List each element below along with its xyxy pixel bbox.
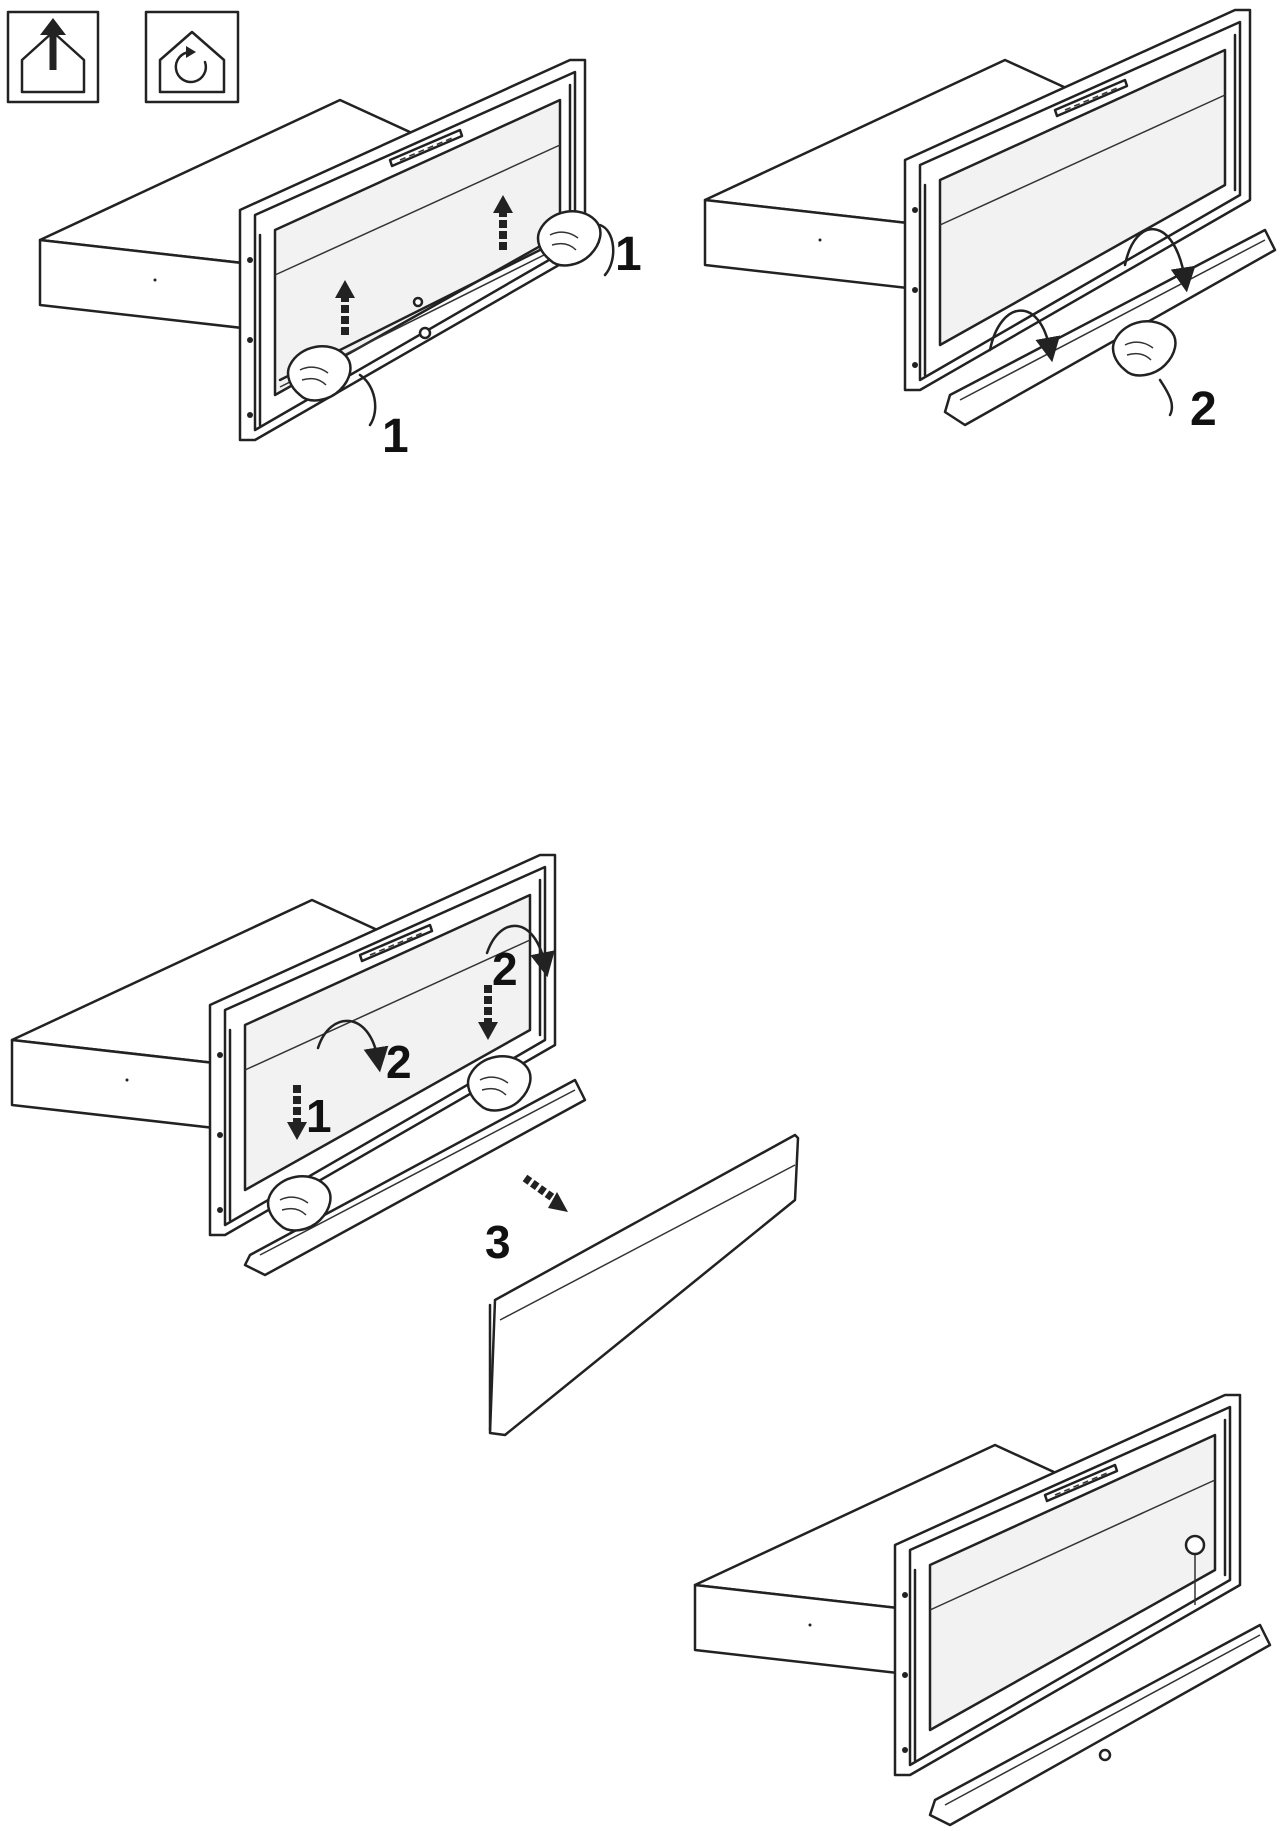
step-b-illustration (703, 8, 1277, 427)
step-c-label-3: 3 (485, 1216, 511, 1268)
arrow-up-icon (335, 280, 355, 335)
step-c-label-2-left: 2 (386, 1036, 412, 1088)
arrow-diagonal-icon (522, 1174, 568, 1212)
step-a-label-1-left: 1 (382, 410, 409, 463)
house-arrow-up-icon (6, 10, 100, 104)
step-c-illustration (10, 853, 800, 1437)
house-circular-arrow-icon (144, 10, 240, 104)
step-c-label-1: 1 (306, 1090, 332, 1142)
step-d-illustration (693, 1393, 1272, 1827)
step-a-illustration (38, 58, 615, 442)
step-a-label-1-right: 1 (615, 228, 642, 281)
step-c-label-2-right: 2 (492, 943, 518, 995)
arrow-down-icon (287, 1085, 307, 1140)
arrow-up-icon (493, 195, 513, 250)
step-b-label-2: 2 (1190, 383, 1217, 436)
arrow-down-icon (478, 985, 498, 1040)
